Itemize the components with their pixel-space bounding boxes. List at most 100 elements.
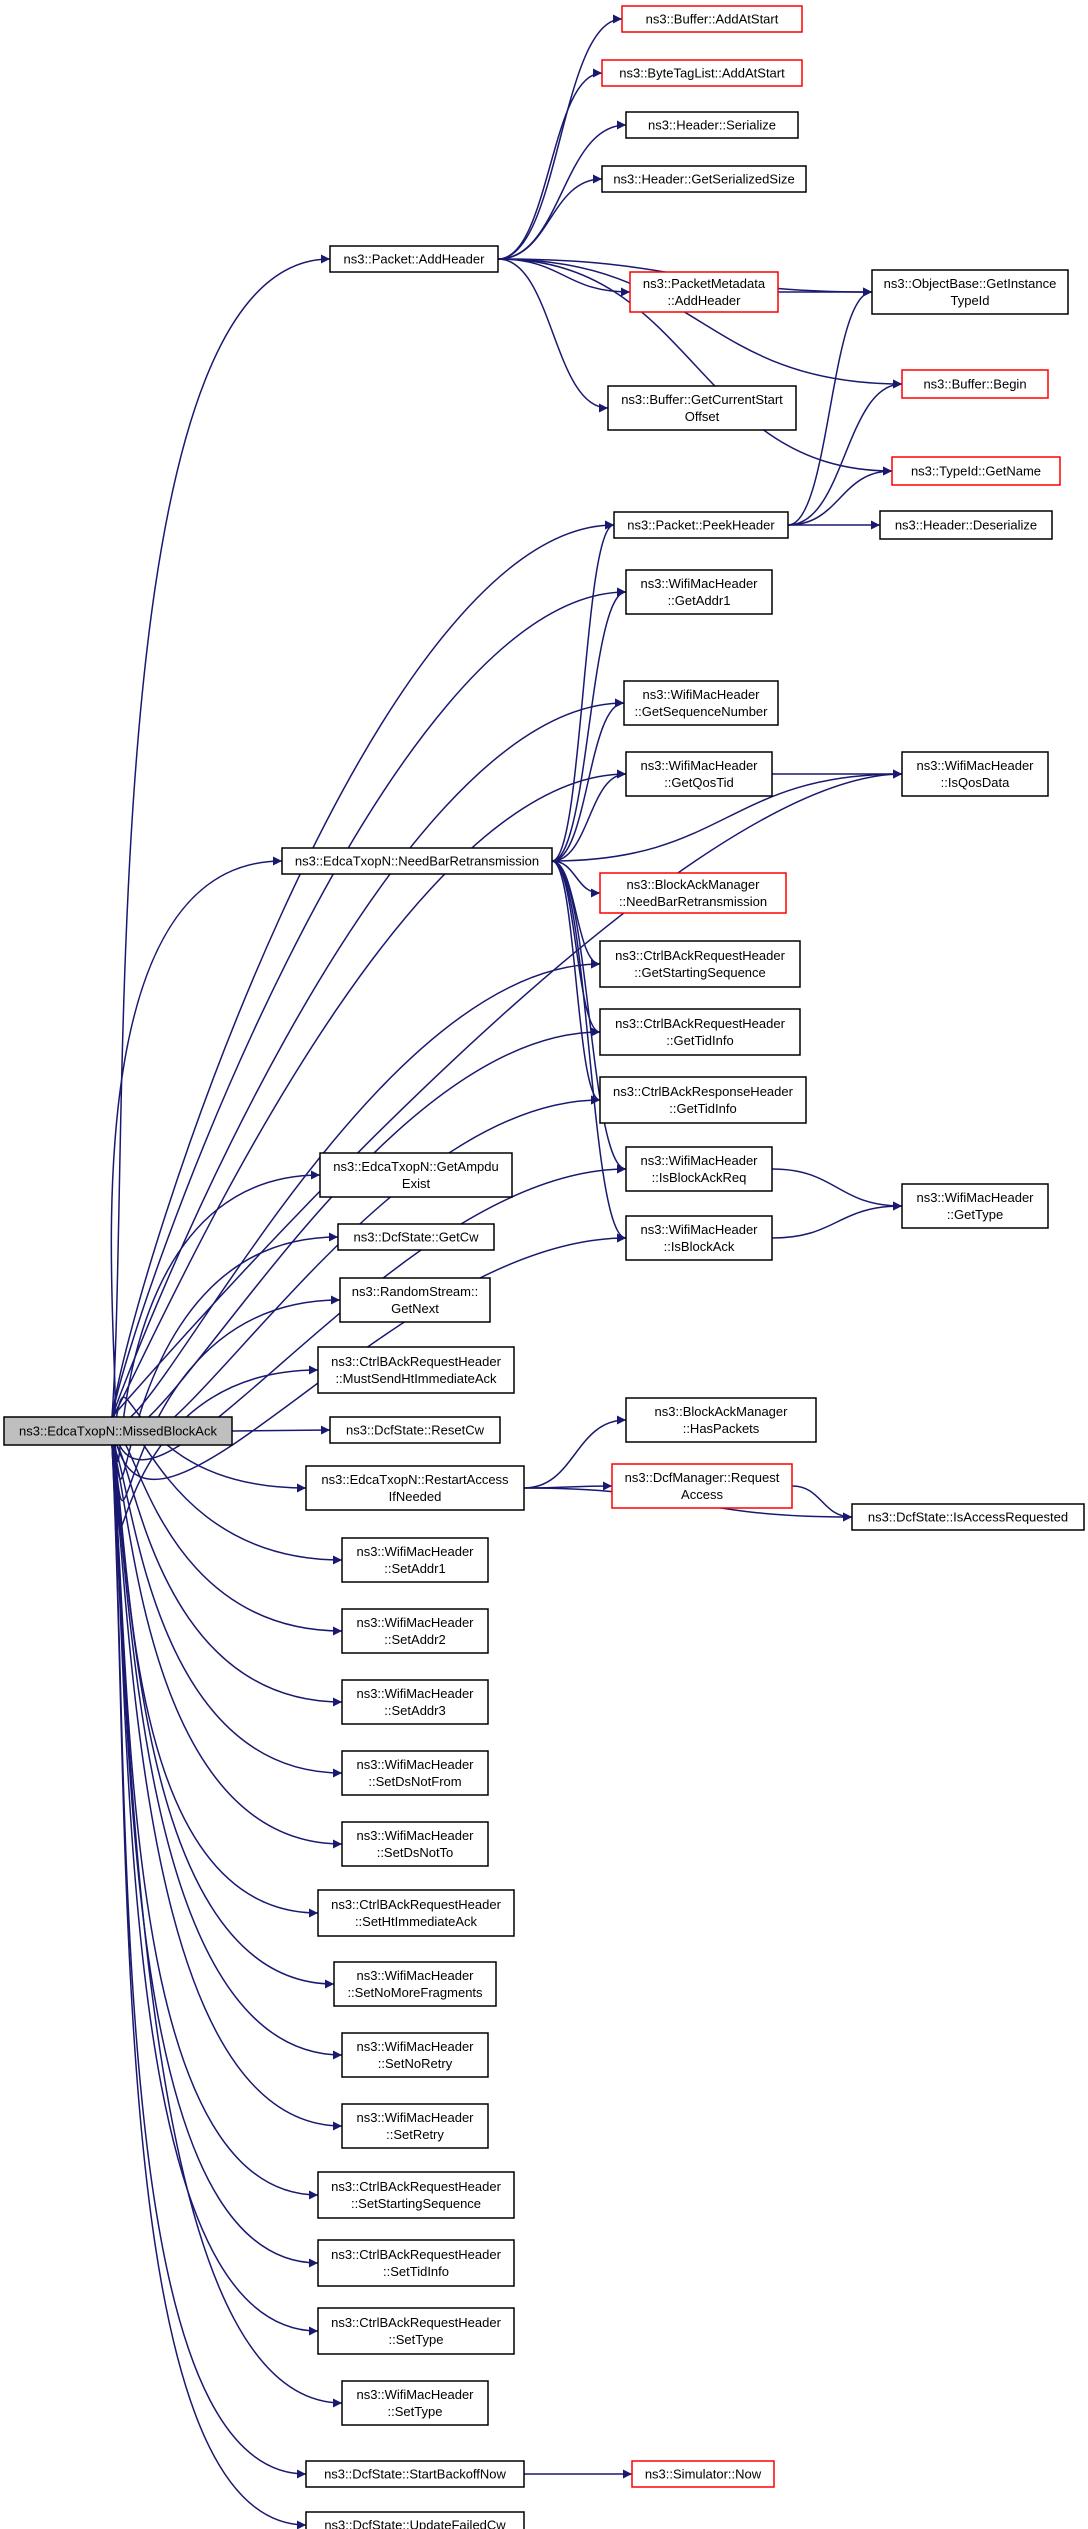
node-dcf_isaccessreq[interactable]: ns3::DcfState::IsAccessRequested [851, 1503, 1085, 1531]
node-buf_addatstart[interactable]: ns3::Buffer::AddAtStart [621, 5, 803, 33]
edge-pkt_addheader-to-btl_addatstart [497, 68, 603, 260]
node-wmh_getseqnum[interactable]: ns3::WifiMacHeader::GetSequenceNumber [623, 680, 779, 726]
node-wmh_setaddr2[interactable]: ns3::WifiMacHeader::SetAddr2 [341, 1608, 489, 1654]
edge-pkt_addheader-to-buf_getcurstart [497, 258, 609, 413]
node-wmh_setdsnotfrom[interactable]: ns3::WifiMacHeader::SetDsNotFrom [341, 1750, 489, 1796]
node-label: ::GetQosTid [664, 775, 734, 790]
node-label: ns3::DcfState::StartBackoffNow [324, 2467, 506, 2482]
node-dcf_resetcw[interactable]: ns3::DcfState::ResetCw [329, 1416, 501, 1444]
node-hdr_getsersize[interactable]: ns3::Header::GetSerializedSize [601, 165, 807, 193]
node-box [341, 1750, 489, 1796]
node-wmh_getaddr1[interactable]: ns3::WifiMacHeader::GetAddr1 [625, 569, 773, 615]
node-wmh_setdsnotto[interactable]: ns3::WifiMacHeader::SetDsNotTo [341, 1821, 489, 1867]
node-bam_needbar[interactable]: ns3::BlockAckManager::NeedBarRetransmiss… [599, 872, 787, 914]
node-dcf_updatefailedcw[interactable]: ns3::DcfState::UpdateFailedCw [305, 2511, 525, 2529]
edge-root-to-cbarh_getstartseq [111, 959, 601, 1425]
node-label: ns3::WifiMacHeader [640, 576, 758, 591]
node-box [891, 456, 1061, 486]
node-sim_now[interactable]: ns3::Simulator::Now [631, 2460, 775, 2488]
node-wmh_isqosdata[interactable]: ns3::WifiMacHeader::IsQosData [901, 751, 1049, 797]
node-label: ::SetDsNotFrom [368, 1774, 461, 1789]
node-box [621, 5, 803, 33]
node-box [341, 1608, 489, 1654]
node-box [625, 1397, 817, 1443]
node-label: ::SetNoRetry [378, 2056, 453, 2071]
node-cbaresp_gettidinfo[interactable]: ns3::CtrlBAckResponseHeader::GetTidInfo [599, 1076, 807, 1124]
node-wmh_settype[interactable]: ns3::WifiMacHeader::SetType [341, 2380, 489, 2426]
node-wmh_setretry[interactable]: ns3::WifiMacHeader::SetRetry [341, 2103, 489, 2149]
node-label: ns3::BlockAckManager [655, 1404, 789, 1419]
node-label: ns3::WifiMacHeader [356, 2387, 474, 2402]
node-label: ns3::Buffer::GetCurrentStart [621, 392, 783, 407]
node-cbarh_settidinfo[interactable]: ns3::CtrlBAckRequestHeader::SetTidInfo [317, 2239, 515, 2287]
node-label: ns3::Packet::PeekHeader [627, 518, 775, 533]
node-label: ns3::DcfState::ResetCw [346, 1423, 485, 1438]
edge-wmh_isbaReq-to-wmh_gettype [771, 1168, 903, 1211]
node-pm_addheader[interactable]: ns3::PacketMetadata::AddHeader [629, 271, 779, 313]
node-box [341, 2032, 489, 2078]
nodes-layer: ns3::EdcaTxopN::MissedBlockAckns3::Buffe… [3, 5, 1085, 2529]
node-wmh_gettype[interactable]: ns3::WifiMacHeader::GetType [901, 1183, 1049, 1229]
node-box [305, 2511, 525, 2529]
node-label: ns3::EdcaTxopN::RestartAccess [321, 1472, 509, 1487]
node-wmh_setnoretry[interactable]: ns3::WifiMacHeader::SetNoRetry [341, 2032, 489, 2078]
node-wmh_setaddr1[interactable]: ns3::WifiMacHeader::SetAddr1 [341, 1537, 489, 1583]
node-label: ns3::EdcaTxopN::NeedBarRetransmission [295, 854, 539, 869]
node-wmh_isba[interactable]: ns3::WifiMacHeader::IsBlockAck [625, 1215, 773, 1261]
node-cbarh_mustsend[interactable]: ns3::CtrlBAckRequestHeader::MustSendHtIm… [317, 1346, 515, 1394]
node-label: ::SetRetry [386, 2127, 444, 2142]
node-cbarh_setstartseq[interactable]: ns3::CtrlBAckRequestHeader::SetStartingS… [317, 2171, 515, 2219]
edges-layer [110, 14, 903, 2529]
node-label: ns3::CtrlBAckRequestHeader [615, 1016, 785, 1031]
node-wmh_isbaReq[interactable]: ns3::WifiMacHeader::IsBlockAckReq [625, 1146, 773, 1192]
node-box [607, 385, 797, 431]
edge-edca_needbar-to-wmh_isba [551, 860, 627, 1243]
node-box [625, 1215, 773, 1261]
node-label: ::IsBlockAckReq [652, 1170, 747, 1185]
node-bam_haspackets[interactable]: ns3::BlockAckManager::HasPackets [625, 1397, 817, 1443]
node-edca_needbar[interactable]: ns3::EdcaTxopN::NeedBarRetransmission [281, 847, 553, 875]
edge-root-to-wmh_isbaReq [111, 1164, 627, 1461]
node-label: ns3::CtrlBAckRequestHeader [331, 2179, 501, 2194]
node-box [305, 1465, 525, 1511]
node-buf_begin[interactable]: ns3::Buffer::Begin [901, 369, 1049, 399]
edge-pkt_addheader-to-hdr_getsersize [497, 174, 603, 260]
node-label: ns3::Simulator::Now [645, 2467, 762, 2482]
node-wmh_setnomorefrag[interactable]: ns3::WifiMacHeader::SetNoMoreFragments [333, 1961, 497, 2007]
node-hdr_deserialize[interactable]: ns3::Header::Deserialize [879, 510, 1053, 540]
node-pkt_peekheader[interactable]: ns3::Packet::PeekHeader [613, 511, 789, 539]
node-cbarh_settype[interactable]: ns3::CtrlBAckRequestHeader::SetType [317, 2307, 515, 2355]
edge-root-to-pkt_peekheader [111, 520, 615, 1418]
edge-root-to-wmh_getaddr1 [111, 587, 627, 1418]
node-wmh_getqostid[interactable]: ns3::WifiMacHeader::GetQosTid [625, 751, 773, 797]
node-box [317, 1346, 515, 1394]
node-box [901, 751, 1049, 797]
edge-root-to-dcf_updatefailedcw [111, 1444, 307, 2529]
node-wmh_setaddr3[interactable]: ns3::WifiMacHeader::SetAddr3 [341, 1679, 489, 1725]
node-typeid_getname[interactable]: ns3::TypeId::GetName [891, 456, 1061, 486]
node-label: ::GetTidInfo [669, 1101, 736, 1116]
node-dcf_startbackoff[interactable]: ns3::DcfState::StartBackoffNow [305, 2460, 525, 2488]
node-btl_addatstart[interactable]: ns3::ByteTagList::AddAtStart [601, 59, 803, 87]
node-cbarh_getstartseq[interactable]: ns3::CtrlBAckRequestHeader::GetStartingS… [599, 940, 801, 988]
node-label: Access [681, 1487, 723, 1502]
node-label: ::SetTidInfo [383, 2264, 449, 2279]
edge-root-to-pkt_addheader [111, 254, 331, 1418]
node-dcf_getcw[interactable]: ns3::DcfState::GetCw [337, 1223, 495, 1251]
edge-pkt_peekheader-to-typeid_getname [787, 466, 893, 526]
edge-pkt_addheader-to-buf_addatstart [497, 14, 623, 260]
node-cbarh_sethtimm[interactable]: ns3::CtrlBAckRequestHeader::SetHtImmedia… [317, 1889, 515, 1937]
node-rs_getnext[interactable]: ns3::RandomStream::GetNext [339, 1277, 491, 1323]
node-pkt_addheader[interactable]: ns3::Packet::AddHeader [329, 245, 499, 273]
edge-root-to-wmh_setnoretry [111, 1444, 343, 2060]
node-hdr_serialize[interactable]: ns3::Header::Serialize [625, 111, 799, 139]
node-cbarh_gettidinfo[interactable]: ns3::CtrlBAckRequestHeader::GetTidInfo [599, 1008, 801, 1056]
edge-root-to-wmh_setnomorefrag [111, 1444, 335, 1989]
node-box [317, 2171, 515, 2219]
node-label: ::SetNoMoreFragments [347, 1985, 483, 2000]
